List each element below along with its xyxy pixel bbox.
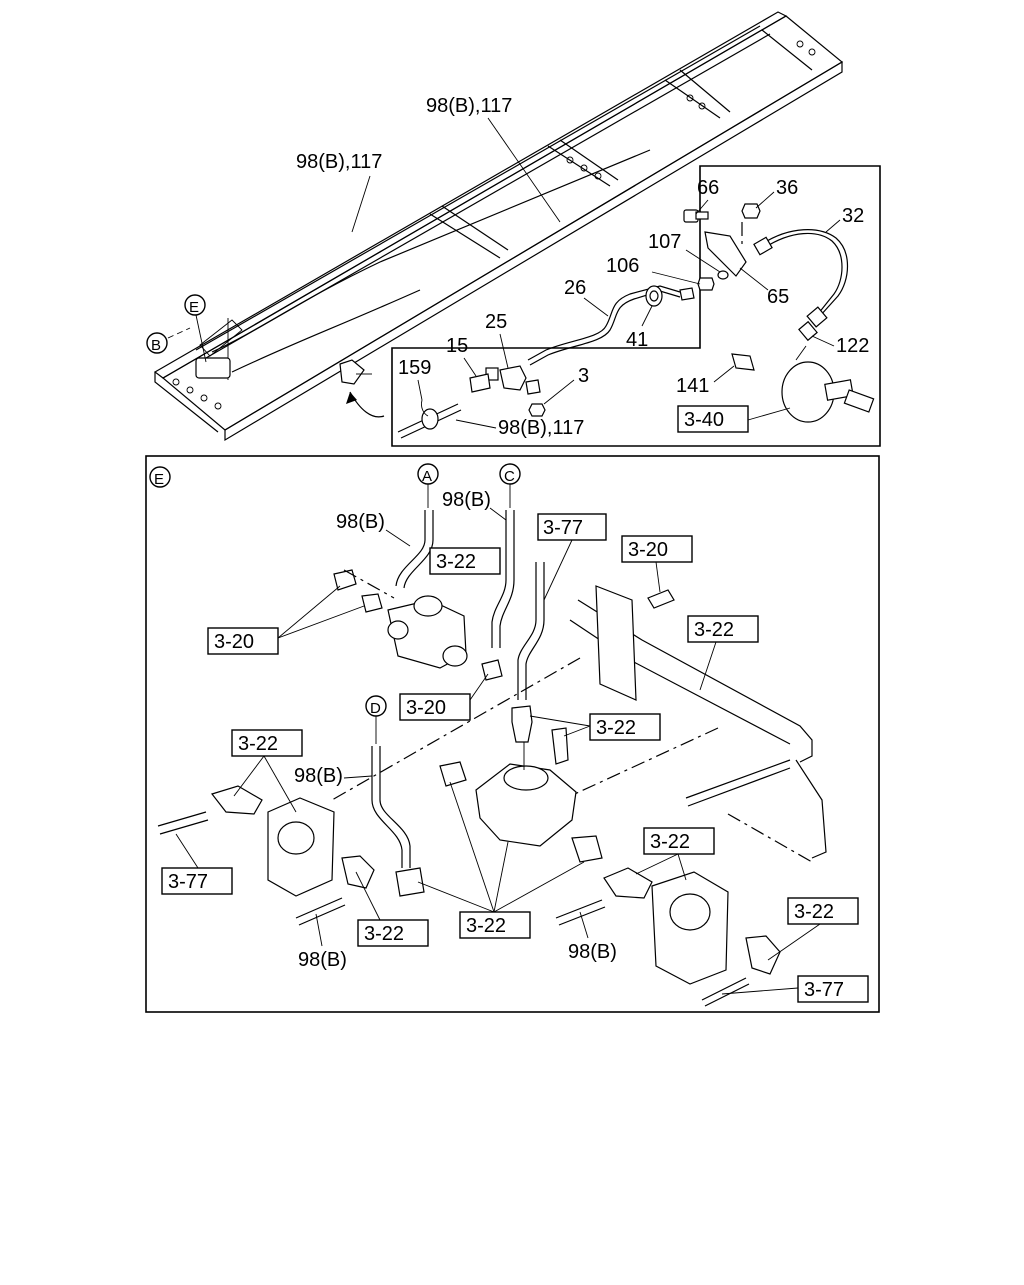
label-98b-117-left: 98(B),117: [296, 151, 382, 173]
label-3-20-mid: 3-20: [406, 697, 446, 719]
label-3-77-top: 3-77: [543, 517, 583, 539]
label-122: 122: [836, 335, 869, 357]
label-98b-bottom-left: 98(B): [298, 949, 347, 971]
label-3-22-bottom-left: 3-22: [364, 923, 404, 945]
label-3-22-leftvalve: 3-22: [238, 733, 278, 755]
label-3-77-left: 3-77: [168, 871, 208, 893]
circle-c: C: [504, 468, 515, 485]
label-3-22-top: 3-22: [436, 551, 476, 573]
label-32: 32: [842, 205, 864, 227]
label-159: 159: [398, 357, 431, 379]
label-98b-117-inset: 98(B),117: [498, 417, 584, 439]
label-98b-a: 98(B): [336, 511, 385, 533]
detail-e-panel: [145, 455, 880, 1013]
label-25: 25: [485, 311, 507, 333]
label-15: 15: [446, 335, 468, 357]
label-98b-d: 98(B): [294, 765, 343, 787]
circle-d: D: [370, 700, 381, 717]
label-65: 65: [767, 286, 789, 308]
inset-parts: [397, 203, 875, 439]
label-36: 36: [776, 177, 798, 199]
circle-a: A: [422, 468, 432, 485]
label-3-22-tee: 3-22: [596, 717, 636, 739]
label-3-22-right: 3-22: [694, 619, 734, 641]
label-66: 66: [697, 177, 719, 199]
label-98b-c: 98(B): [442, 489, 491, 511]
label-98b-117-top: 98(B),117: [426, 95, 512, 117]
circle-e-panel: E: [154, 471, 164, 488]
label-3-22-rightvalve: 3-22: [650, 831, 690, 853]
circle-b: B: [151, 337, 161, 354]
label-3-20-left: 3-20: [214, 631, 254, 653]
label-3-22-rightfit: 3-22: [794, 901, 834, 923]
label-3-40: 3-40: [684, 409, 724, 431]
label-41: 41: [626, 329, 648, 351]
label-107: 107: [648, 231, 681, 253]
label-141: 141: [676, 375, 709, 397]
chassis-frame: [153, 11, 844, 442]
label-26: 26: [564, 277, 586, 299]
label-3-77-bottom-right: 3-77: [804, 979, 844, 1001]
detail-e-parts: [157, 510, 827, 1007]
label-106: 106: [606, 255, 639, 277]
inset-box: [391, 165, 881, 447]
circle-e-top: E: [189, 299, 199, 316]
label-98b-bottom-right: 98(B): [568, 941, 617, 963]
label-3-20-bolt: 3-20: [628, 539, 668, 561]
label-3: 3: [578, 365, 589, 387]
label-3-22-bottom-center: 3-22: [466, 915, 506, 937]
